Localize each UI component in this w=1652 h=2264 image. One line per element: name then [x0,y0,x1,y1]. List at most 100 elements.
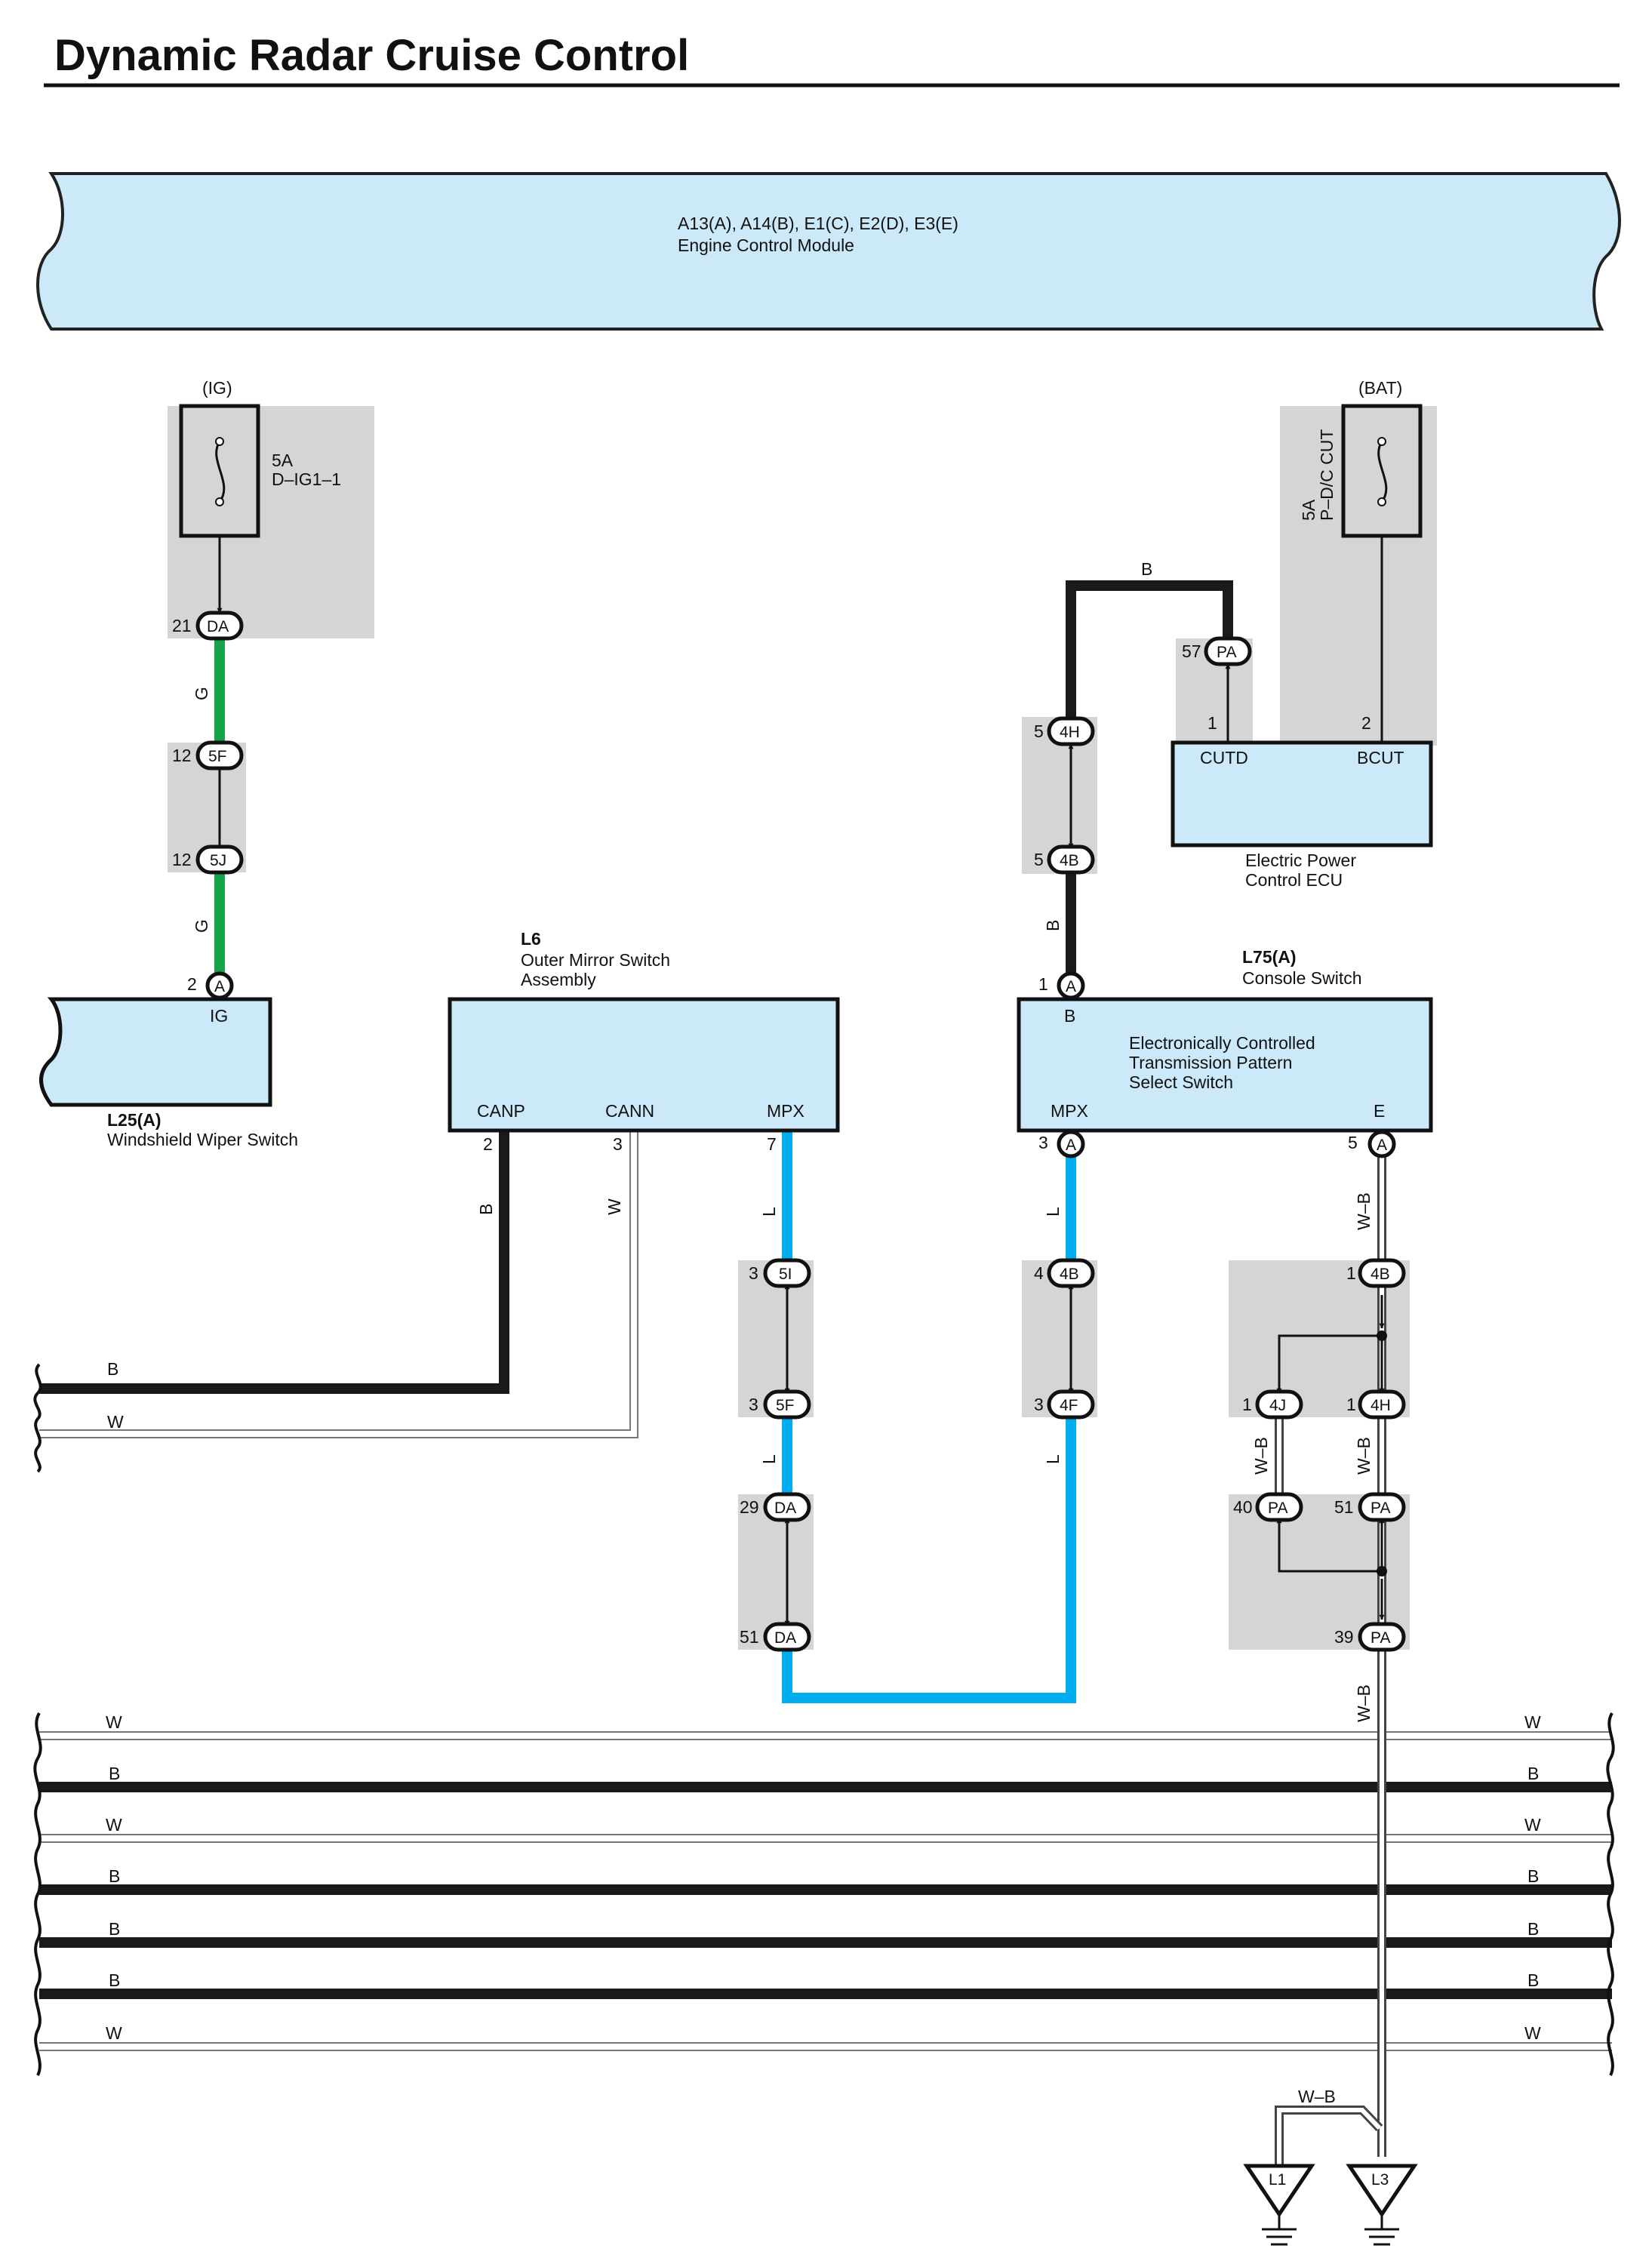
bus-label-b-5: B [109,1919,120,1939]
wiper-pin-num: 2 [187,974,197,994]
conn-5i-3-code: 5I [779,1266,792,1283]
conn-4h-5-code: 4H [1060,724,1080,741]
conn-pa-51-code: PA [1371,1500,1390,1517]
wire-l-label-4: L [1043,1454,1063,1464]
wire-l-label-3: L [1043,1207,1063,1217]
epc-num-cutd: 1 [1207,713,1217,733]
connector-ovals: DA 21 5F 12 5J 12 A PA 57 4H 5 4B 5 A A … [172,611,1406,1652]
mirror-num-canp: 2 [483,1134,493,1154]
conn-pa-39-num: 39 [1334,1627,1354,1647]
fuse-bat-supply: (BAT) [1358,378,1402,398]
conn-4h-1-num: 1 [1346,1395,1356,1414]
epc-pin-cutd: CUTD [1200,748,1248,767]
conn-pa-39-code: PA [1371,1629,1390,1647]
wiper-switch: IG 2 L25(A) Windshield Wiper Switch [39,974,298,1149]
conn-da-51-num: 51 [740,1627,759,1647]
epc-name-1: Electric Power [1245,851,1356,870]
wiper-name: Windshield Wiper Switch [107,1130,298,1149]
wire-cann-label: W [605,1198,624,1215]
conn-4h-5-num: 5 [1034,721,1044,741]
mirror-switch: L6 Outer Mirror Switch Assembly CANP CAN… [448,929,840,1154]
console-switch: L75(A) Console Switch B Electronically C… [1017,947,1433,1152]
conn-4b-1-num: 1 [1346,1263,1356,1283]
ecm-name: Engine Control Module [678,235,854,255]
console-ref: L75(A) [1242,947,1297,967]
bus-label-b-5r: B [1527,1919,1539,1939]
wire-canp-label: B [476,1204,496,1215]
conn-4b-4-num: 4 [1034,1263,1044,1283]
wire-b-loop-label: B [1141,559,1152,579]
conn-da-fuse-num: 21 [172,616,192,635]
fuse-ig-name: D–IG1–1 [272,469,341,489]
conn-5f-3-num: 3 [749,1395,758,1414]
conn-console-a-mpx: A [1066,1137,1076,1154]
wiper-pin: IG [210,1006,228,1026]
ecm-box: A13(A), A14(B), E1(C), E2(D), E3(E) Engi… [36,172,1621,331]
mirror-pin-canp: CANP [477,1101,525,1121]
conn-5j-g-num: 12 [172,850,192,869]
fuse-ig: (IG) 5A D–IG1–1 [179,378,341,538]
bus-label-w-1: W [106,1712,122,1732]
wire-canp-b [39,1130,509,1394]
conn-4h-1-code: 4H [1371,1397,1391,1414]
wire-l-label-2: L [759,1454,779,1464]
wire-wb-label-4: W–B [1354,1684,1374,1722]
console-desc-1: Electronically Controlled [1129,1033,1315,1053]
epc-ecu: CUTD BCUT 1 2 Electric Power Control ECU [1171,713,1433,890]
conn-4b-1-code: 4B [1371,1266,1390,1283]
ecm-refs: A13(A), A14(B), E1(C), E2(D), E3(E) [678,214,958,233]
wire-wb-label-2: W–B [1251,1437,1271,1475]
wire-wb-label-1: W–B [1354,1192,1374,1230]
wire-wb-label-5: W–B [1298,2087,1336,2106]
conn-da-51-code: DA [774,1629,796,1647]
conn-4f-3-num: 3 [1034,1395,1044,1414]
conn-da-29-num: 29 [740,1497,759,1517]
bus-label-b-4: B [109,1866,120,1886]
console-pin-e: E [1374,1101,1385,1121]
cut-mark-left-upper [33,1363,42,1473]
conn-4j-1-num: 1 [1242,1395,1252,1414]
epc-name-2: Control ECU [1245,870,1343,890]
conn-4b-4-code: 4B [1060,1266,1079,1283]
fuse-bat-rating: 5A [1299,499,1318,521]
fuse-bat-name: P–D/C CUT [1317,429,1337,521]
console-num-mpx: 3 [1038,1133,1048,1152]
bus-label-w-7r: W [1524,2023,1541,2043]
bus-label-w-7: W [106,2023,122,2043]
mirror-ref: L6 [521,929,541,949]
bus-label-b-2: B [109,1764,120,1783]
conn-4f-3-code: 4F [1060,1397,1078,1414]
bus-label-w-3r: W [1524,1815,1541,1835]
wire-l-label-1: L [759,1207,779,1217]
wiper-ref: L25(A) [107,1110,162,1130]
wire-canp-label-left: B [107,1359,118,1379]
wire-wb-ground [1275,1144,1387,2166]
console-name: Console Switch [1242,968,1362,988]
fuse-ig-supply: (IG) [202,378,232,398]
conn-pa-51-num: 51 [1334,1497,1354,1517]
ground-l1: L1 [1243,2164,1315,2246]
bus-label-w-1r: W [1524,1712,1541,1732]
conn-4b-5-code: 4B [1060,852,1079,869]
console-desc-2: Transmission Pattern [1129,1053,1292,1072]
conn-da-fuse-code: DA [207,618,229,635]
conn-5f-g-code: 5F [208,748,227,765]
fuse-ig-rating: 5A [272,451,294,470]
wire-wb-label-3: W–B [1354,1437,1374,1475]
bus-label-b-6r: B [1527,1970,1539,1990]
bus-label-w-3: W [106,1815,122,1835]
bus-label-b-2r: B [1527,1764,1539,1783]
conn-pa-57-code: PA [1217,644,1236,661]
bus-label-b-6: B [109,1970,120,1990]
wire-b-cutd-loop [1066,580,1233,743]
conn-5f-g-num: 12 [172,746,192,765]
console-desc-3: Select Switch [1129,1072,1233,1092]
console-num-b: 1 [1038,974,1048,994]
conn-5i-3-num: 3 [749,1263,758,1283]
wire-g-label-2: G [192,919,211,933]
conn-wiper-a: A [214,978,225,995]
console-pin-b: B [1064,1006,1075,1026]
bus-bundle [33,1712,1615,2076]
ground-l1-label: L1 [1269,2171,1286,2189]
